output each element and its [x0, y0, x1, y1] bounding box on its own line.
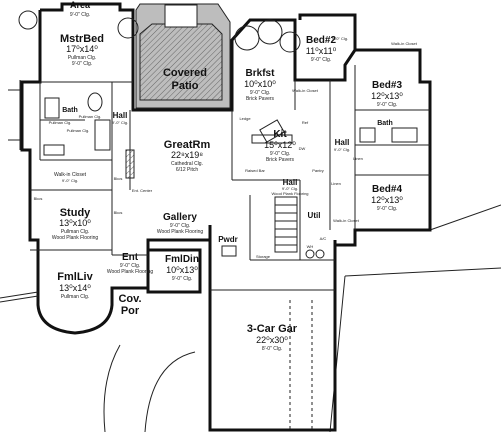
note-ent-center: Ent. Center [132, 188, 153, 193]
bed3-ceiling: 9'-0" Clg. [377, 102, 397, 108]
bed4-size: 12⁰x13⁰ [371, 195, 403, 205]
greatrm-pitch: 6/12 Pitch [176, 167, 198, 173]
covered-patio-label: Covered [163, 67, 207, 79]
fmlliv-size: 13⁰x14⁰ [59, 283, 91, 293]
patio-planter [164, 4, 198, 28]
note-walkin-top: Walk-in Closet [391, 41, 418, 46]
bath-right-label: Bath [377, 120, 393, 127]
study-floor: Wood Plank Flooring [52, 235, 99, 241]
hall-kit-label: Hall [283, 178, 298, 187]
kit-size: 15⁰x12⁰ [264, 140, 296, 150]
note-pullman-2: Pullman Clg. [67, 128, 90, 133]
note-raised-bar: Raised Bar [245, 168, 265, 173]
fence [0, 291, 39, 303]
note-bkcs-3: Bkcs [34, 196, 43, 201]
bed2-label: Bed#2 [306, 35, 336, 46]
area-ceiling: 9'-0" Clg. [70, 12, 90, 18]
mstrbed-label: MstrBed [60, 33, 104, 45]
hall-top-ceiling: 9'-0" Clg. [112, 120, 128, 125]
hall-mid-ceiling: 9'-0" Clg. [334, 147, 350, 152]
gallery-label: Gallery [163, 212, 197, 223]
util-label: Util [308, 211, 321, 220]
bed3-size: 12⁰x13⁰ [371, 91, 403, 101]
note-storage: Storage [256, 254, 271, 259]
hall-mid-label: Hall [335, 138, 350, 147]
patio-slab [139, 23, 223, 101]
covpor-label: Cov. [118, 293, 141, 305]
note-ledge: Ledge [239, 116, 251, 121]
mstrbed-ceiling: Pullman Clg. [68, 55, 96, 61]
bath-left-label: Bath [62, 107, 78, 114]
note-pullman-bath: Pullman Clg. [79, 114, 102, 119]
note-pullman-1: Pullman Clg. [49, 120, 72, 125]
kit-label: Kit [273, 129, 287, 140]
note-ac: A/C [320, 236, 327, 241]
brkfst-ceiling: 9'-0" Clg. [250, 90, 270, 96]
ent-ceiling: 9'-0" Clg. [120, 263, 140, 269]
hall-kit-floor: Wood Plank Flooring [271, 191, 308, 196]
mstrbed-height: 9'-0" Clg. [72, 61, 92, 67]
pwdr-label: Pwdr [218, 235, 238, 244]
garage-label: 3-Car Gar [247, 323, 298, 335]
greatrm-ceiling: Cathedral Clg. [171, 161, 203, 167]
bed2-ceiling: 9'-0" Clg. [311, 57, 331, 63]
fmlliv-label: FmlLiv [57, 271, 93, 283]
note-clg-walkin: 9'-0" Clg. [62, 178, 78, 183]
note-linen-2: Linen [331, 181, 341, 186]
bed3-label: Bed#3 [372, 80, 402, 91]
covpor-label-2: Por [121, 305, 140, 317]
fmldin-label: FmlDin [165, 254, 199, 265]
garage-size: 22⁰x30⁰ [256, 335, 288, 345]
greatrm-label: GreatRm [164, 139, 211, 151]
study-label: Study [60, 207, 91, 219]
garage-doors [289, 300, 313, 430]
note-pantry: Pantry [312, 168, 324, 173]
ent-label: Ent [122, 252, 139, 263]
note-walkin-bed2: Walk-in Closet [292, 88, 319, 93]
brkfst-floor: Brick Pavers [246, 96, 275, 102]
note-bkcs-2: Bkcs [114, 210, 123, 215]
hall-top-label: Hall [113, 111, 128, 120]
note-walkin-mstr: Walk-in Closet [54, 172, 87, 178]
fmlliv-ceiling: Pullman Clg. [61, 294, 89, 300]
driveway-outline [329, 204, 501, 432]
note-linen: Linen [353, 156, 363, 161]
front-walk-outline [103, 344, 196, 432]
ent-floor: Wood Plank Flooring [107, 269, 154, 275]
kit-floor: Brick Pavers [266, 157, 295, 163]
fmldin-size: 10⁰x13⁰ [166, 265, 198, 275]
kit-ceiling: 9'-0" Clg. [270, 151, 290, 157]
study-ceiling: Pullman Clg. [61, 229, 89, 235]
note-dw: DW [299, 146, 306, 151]
note-walkin-bed4: Walk-in Closet [333, 218, 360, 223]
hall-kit-ceiling: 9'-0" Clg. [282, 186, 298, 191]
note-wh: WH [307, 244, 314, 249]
gallery-ceiling: 9'-0" Clg. [170, 223, 190, 229]
note-clg-bed2-closet: 9'-0" Clg. [332, 36, 348, 41]
gallery-floor: Wood Plank Flooring [157, 229, 204, 235]
mstrbed-size: 17⁰x14⁰ [66, 44, 98, 54]
study-size: 13⁰x10⁰ [59, 218, 91, 228]
brkfst-size: 10⁰x10⁰ [244, 79, 276, 89]
landscape-trees [18, 10, 301, 53]
bed2-size: 11⁰x11⁰ [306, 46, 337, 56]
bed4-label: Bed#4 [372, 184, 402, 195]
note-bkcs-1: Bkcs [114, 176, 123, 181]
garage-ceiling: 8'-0" Clg. [262, 346, 282, 352]
note-ref: Ref [302, 120, 309, 125]
brkfst-label: Brkfst [246, 68, 276, 79]
covered-patio-label-2: Patio [172, 80, 199, 92]
bay-window [8, 80, 21, 150]
greatrm-size: 22⁸x19⁸ [171, 150, 203, 160]
fmldin-ceiling: 9'-0" Clg. [172, 276, 192, 282]
fixtures [43, 92, 418, 259]
area-label: Area [70, 0, 91, 10]
bed4-ceiling: 9'-0" Clg. [377, 206, 397, 212]
